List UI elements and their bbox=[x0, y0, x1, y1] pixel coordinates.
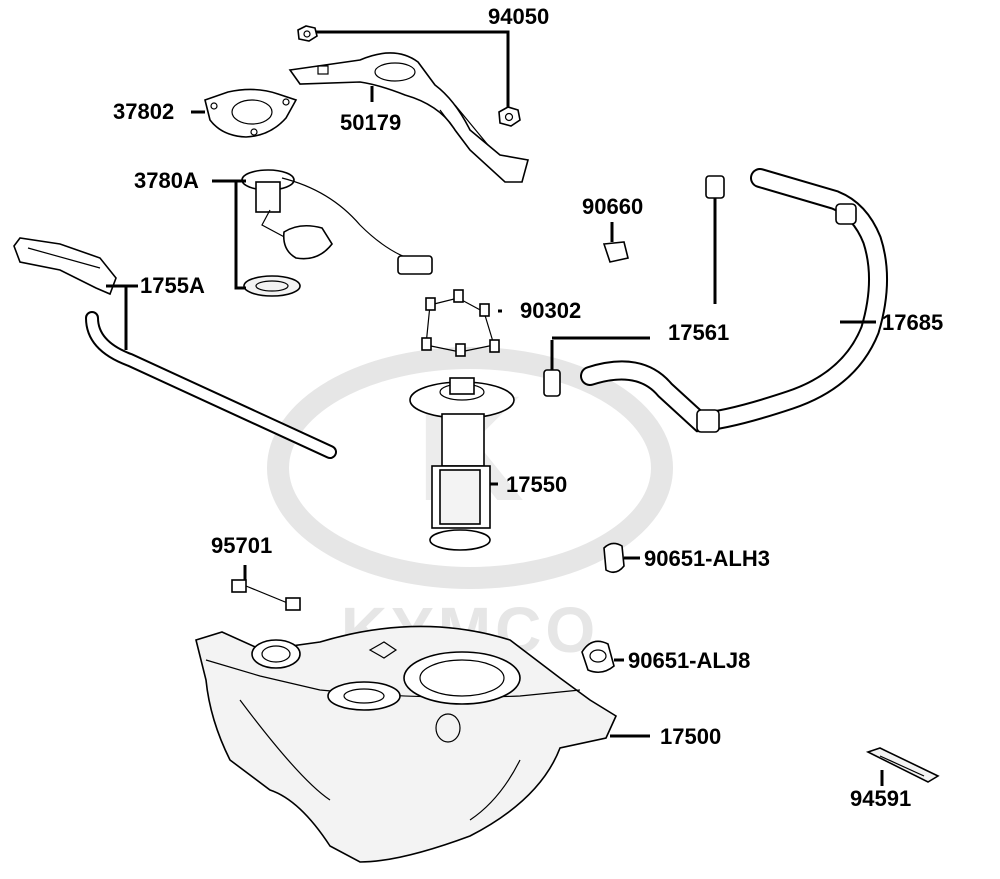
callout-labels: 94050 50179 37802 3780A 1755A 90660 9030… bbox=[113, 4, 943, 811]
part-94591-decal bbox=[865, 747, 940, 783]
part-94050-nut-right bbox=[498, 106, 521, 127]
part-90651-ALH3-clamp bbox=[603, 542, 625, 574]
part-90302-bolts bbox=[421, 289, 500, 357]
callout-50179: 50179 bbox=[340, 110, 401, 135]
part-3780A-fuel-sender bbox=[241, 169, 433, 297]
callout-17500: 17500 bbox=[660, 724, 721, 749]
callout-90660: 90660 bbox=[582, 194, 643, 219]
part-90660-clip bbox=[602, 241, 629, 263]
part-17550-fuel-pump bbox=[409, 377, 515, 551]
callout-3780A: 3780A bbox=[134, 168, 199, 193]
callout-37802: 37802 bbox=[113, 99, 174, 124]
callout-1755A: 1755A bbox=[140, 273, 205, 298]
part-90651-ALJ8-clamp bbox=[581, 640, 615, 674]
part-1755A-vent-hose bbox=[13, 237, 337, 459]
callout-17561: 17561 bbox=[668, 320, 729, 345]
callout-90651-ALJ8: 90651-ALJ8 bbox=[628, 648, 750, 673]
callout-94050: 94050 bbox=[488, 4, 549, 29]
callout-95701: 95701 bbox=[211, 533, 272, 558]
callout-17550: 17550 bbox=[506, 472, 567, 497]
part-17500-fuel-tank bbox=[195, 625, 618, 863]
part-17685-fuel-hose bbox=[580, 168, 888, 433]
leader-lines bbox=[106, 30, 884, 786]
callout-17685: 17685 bbox=[882, 310, 943, 335]
callout-94591: 94591 bbox=[850, 786, 911, 811]
part-17561-connector bbox=[543, 175, 725, 397]
part-95701-bolt bbox=[231, 579, 301, 611]
callout-90651-ALH3: 90651-ALH3 bbox=[644, 546, 770, 571]
part-94050-nut-top bbox=[297, 25, 318, 42]
callout-90302: 90302 bbox=[520, 298, 581, 323]
part-50179-bracket bbox=[288, 52, 530, 183]
part-37802-gasket bbox=[204, 88, 298, 138]
